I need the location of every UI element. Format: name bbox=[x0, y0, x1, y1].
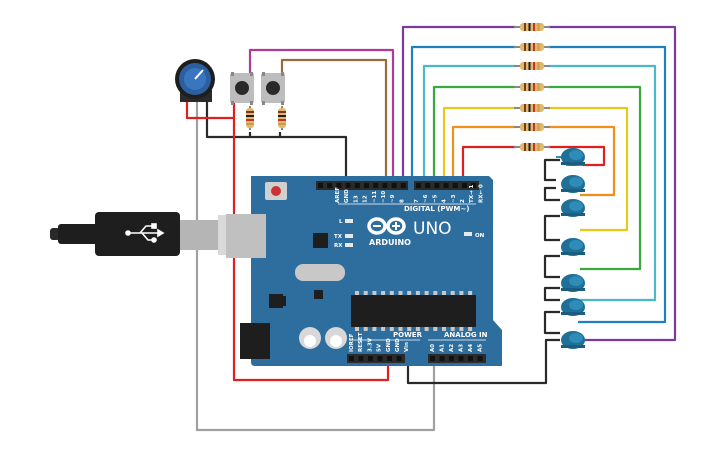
pin-label: ~5 bbox=[432, 194, 438, 203]
wire-green bbox=[432, 85, 642, 271]
pin-label: RESET bbox=[358, 332, 364, 352]
led-blue bbox=[561, 274, 585, 292]
pin-label: ~11 bbox=[372, 191, 378, 203]
resistor bbox=[514, 123, 550, 131]
led-blue bbox=[561, 238, 585, 256]
wire-black-ground-bus bbox=[205, 101, 348, 184]
pin-label: RX← 0 bbox=[478, 184, 484, 203]
on-label: ON bbox=[475, 233, 485, 239]
pin-label: A0 bbox=[430, 344, 436, 352]
resistors bbox=[246, 23, 550, 151]
wire-magenta-btn1 bbox=[248, 48, 395, 184]
brand-label: ARDUINO bbox=[369, 238, 411, 247]
arduino-logo-icon bbox=[367, 217, 406, 235]
usb-symbol-icon bbox=[125, 223, 165, 243]
pin-label: 5V bbox=[377, 343, 383, 352]
resistor bbox=[514, 83, 550, 91]
pin-label: 7 bbox=[414, 199, 420, 203]
pin-label: 4 bbox=[442, 199, 448, 203]
usb-chip bbox=[313, 233, 328, 248]
pin-label: 8 bbox=[399, 199, 405, 203]
pin-label: 3.3V bbox=[367, 337, 373, 352]
resistor bbox=[514, 104, 550, 112]
pin-label: A3 bbox=[459, 344, 465, 352]
wire-blue bbox=[410, 45, 667, 324]
pin-label: ~3 bbox=[451, 194, 457, 203]
resistor bbox=[246, 106, 254, 130]
led-blue bbox=[561, 331, 585, 349]
led-blue bbox=[561, 175, 585, 193]
led-blue bbox=[561, 298, 585, 316]
led-rx-label: RX bbox=[334, 243, 343, 249]
pin-label: ~6 bbox=[423, 194, 429, 203]
led-blue bbox=[561, 148, 585, 166]
pin-label: ~10 bbox=[381, 191, 387, 203]
potentiometer[interactable] bbox=[175, 59, 215, 102]
power-header bbox=[347, 354, 405, 363]
resistor bbox=[514, 23, 550, 31]
pin-label: 13 bbox=[353, 195, 359, 203]
pin-label: ~9 bbox=[390, 194, 396, 203]
pin-label: GND bbox=[386, 338, 392, 352]
wire-red-led bbox=[461, 145, 606, 184]
led-l-label: L bbox=[339, 219, 343, 225]
resistor bbox=[278, 106, 286, 130]
power-section-label: POWER bbox=[393, 331, 423, 339]
pin-label: A2 bbox=[449, 344, 455, 352]
resistor bbox=[514, 43, 550, 51]
pin-label: AREF bbox=[335, 187, 341, 203]
usb-cable bbox=[50, 212, 253, 256]
pin-label: 12 bbox=[363, 195, 369, 203]
pin-label: IOREF bbox=[349, 333, 355, 352]
resistor bbox=[514, 143, 550, 151]
usb-port bbox=[226, 214, 266, 258]
pushbutton-2[interactable] bbox=[261, 72, 285, 105]
wire-led-grounds bbox=[543, 158, 560, 335]
pin-label: A1 bbox=[440, 344, 446, 352]
analog-section-label: ANALOG IN bbox=[444, 331, 488, 339]
led-tx-label: TX bbox=[334, 234, 343, 240]
wire-brown-btn2 bbox=[280, 58, 388, 184]
pin-label: 2 bbox=[460, 199, 466, 203]
model-label: UNO bbox=[413, 219, 452, 239]
wire-purple bbox=[401, 25, 677, 342]
power-jack bbox=[240, 323, 270, 359]
resistor bbox=[514, 62, 550, 70]
crystal bbox=[295, 264, 345, 281]
digital-section-label: DIGITAL (PWM~) bbox=[404, 205, 469, 213]
pushbutton-1[interactable] bbox=[230, 72, 254, 105]
wire-gray-pot-to-a0 bbox=[195, 102, 436, 432]
pin-label: TX→ 1 bbox=[469, 184, 475, 203]
pin-label: A5 bbox=[478, 344, 484, 352]
wire-orange bbox=[451, 125, 616, 197]
digital-header-upper bbox=[316, 181, 408, 190]
pin-label: GND bbox=[344, 189, 350, 203]
wire-black-led-ground bbox=[406, 338, 560, 385]
led-blue bbox=[561, 199, 585, 217]
analog-header bbox=[428, 354, 486, 363]
pin-label: A4 bbox=[468, 344, 474, 352]
digital-pins bbox=[318, 183, 477, 188]
leds bbox=[561, 148, 585, 349]
wire-cyan bbox=[422, 64, 657, 302]
wire-yellow bbox=[442, 106, 629, 232]
microcontroller-chip bbox=[351, 295, 476, 327]
pin-label: GND bbox=[395, 338, 401, 352]
pin-label: Vin bbox=[404, 342, 410, 352]
